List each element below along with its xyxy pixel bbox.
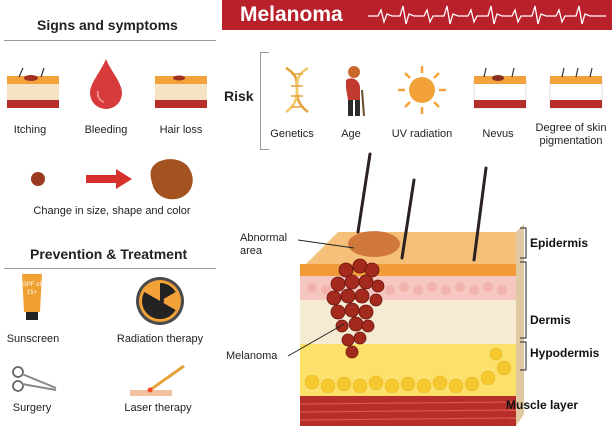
prevention-label-surgery: Surgery xyxy=(12,402,52,414)
heartbeat-line-icon xyxy=(368,5,606,25)
sunscreen-spf-value: 15+ xyxy=(27,290,38,296)
large-irregular-mole-icon xyxy=(150,159,193,200)
risk-label-genetics: Genetics xyxy=(270,128,314,140)
melanoma-label: Melanoma xyxy=(226,350,278,362)
skin-itching-icon xyxy=(7,67,59,108)
signs-label-bleeding: Bleeding xyxy=(84,124,128,136)
arrow-right-icon xyxy=(86,175,116,183)
small-mole-icon xyxy=(31,172,45,186)
signs-label-hair-loss: Hair loss xyxy=(159,124,203,136)
risk-label-age: Age xyxy=(341,128,361,140)
prevention-divider xyxy=(4,268,216,269)
layer-brackets xyxy=(520,227,527,371)
signs-label-itching: Itching xyxy=(13,124,47,136)
change-label: Change in size, shape and color xyxy=(33,205,191,217)
prevention-heading: Prevention & Treatment xyxy=(30,246,188,262)
laser-icon xyxy=(130,364,185,396)
risk-label-uv-radiation: UV radiation xyxy=(391,128,453,140)
dermis-label: Dermis xyxy=(530,313,571,327)
change-size-shape-color-icons xyxy=(31,159,193,200)
risk-bracket xyxy=(260,52,269,150)
risk-label-pigmentation: Degree of skin pigmentation xyxy=(530,122,612,148)
signs-heading: Signs and symptoms xyxy=(37,17,178,33)
abnormal-area-pointer xyxy=(297,239,355,249)
epidermis-layer xyxy=(300,264,516,276)
skin-pigmentation-icon xyxy=(549,67,603,109)
sunscreen-spf-text: SPF of xyxy=(23,282,42,288)
muscle-layer-label: Muscle layer xyxy=(506,398,579,412)
page-title: Melanoma xyxy=(240,3,343,26)
sun-icon xyxy=(398,66,446,114)
melanoma-pointer xyxy=(287,323,345,357)
abnormal-area-label-line2: area xyxy=(240,245,263,257)
risk-label-nevus: Nevus xyxy=(482,128,514,140)
skin-nevus-icon xyxy=(473,67,527,109)
blood-drop-icon xyxy=(90,59,122,109)
signs-divider xyxy=(4,40,216,41)
prevention-label-sunscreen: Sunscreen xyxy=(6,333,60,345)
hair-strands xyxy=(356,152,488,262)
epidermis-label: Epidermis xyxy=(530,236,589,250)
sunscreen-tube-icon: SPF of 15+ xyxy=(22,274,42,320)
melanoma-tumor-mark xyxy=(326,258,385,359)
dermis-layer xyxy=(300,300,516,344)
prevention-label-laser: Laser therapy xyxy=(124,402,192,414)
risk-heading: Risk xyxy=(224,88,254,104)
abnormal-area-label: Abnormal area xyxy=(240,232,287,258)
risk-label-pigmentation-line1: Degree of skin xyxy=(535,122,607,134)
skin-hair-loss-icon xyxy=(155,75,207,108)
title-banner xyxy=(222,0,612,30)
abnormal-area-label-line1: Abnormal xyxy=(240,232,288,244)
elderly-person-icon xyxy=(346,66,365,117)
risk-label-pigmentation-line2: pigmentation xyxy=(539,135,603,147)
surgical-scissors-icon xyxy=(12,366,57,392)
abnormal-area-mark xyxy=(348,231,400,257)
prevention-label-radiation: Radiation therapy xyxy=(116,333,204,345)
radiation-icon xyxy=(136,277,184,325)
dna-icon xyxy=(285,66,309,114)
hypodermis-label: Hypodermis xyxy=(530,346,600,360)
